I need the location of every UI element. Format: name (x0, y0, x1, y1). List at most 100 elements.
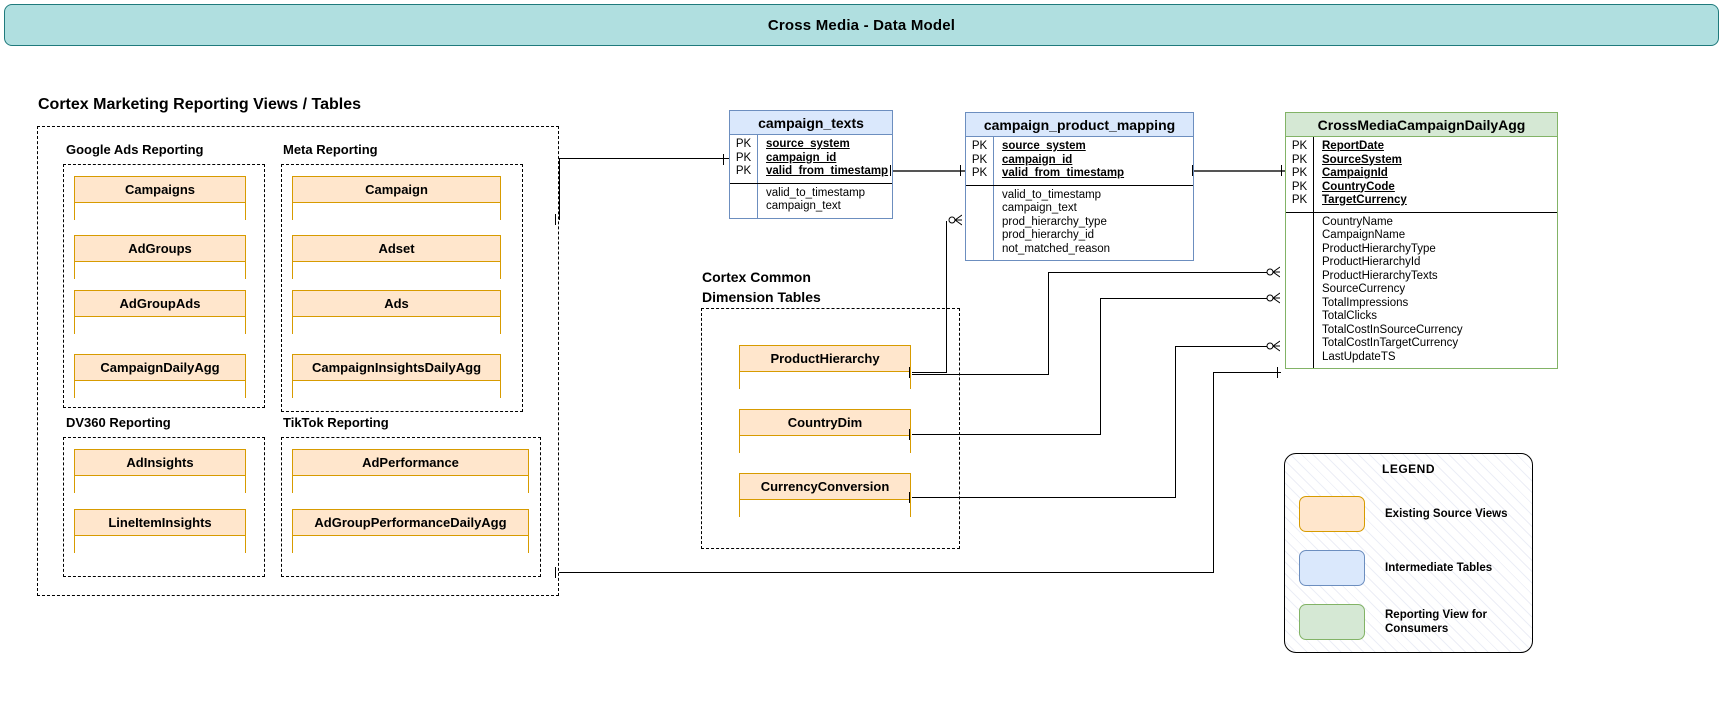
table-body (293, 476, 528, 493)
table-lineiteminsights[interactable]: LineItemInsights (74, 509, 246, 553)
connector-tick (909, 429, 911, 440)
table-title: Ads (293, 291, 500, 317)
er-attr-fields: valid_to_timestamp campaign_text (766, 186, 866, 213)
table-body (293, 317, 500, 334)
crowsfoot-icon (1266, 340, 1280, 352)
er-pk-fields: source_system campaign_id valid_from_tim… (766, 138, 889, 177)
er-pk-fields: source_system campaign_id valid_from_tim… (1002, 140, 1125, 179)
table-title: CountryDim (740, 410, 910, 436)
table-title: Campaigns (75, 177, 245, 203)
er-table-campaign-product-mapping[interactable]: campaign_product_mapping PK PK PK source… (965, 112, 1194, 261)
er-attr-fields: CountryName CampaignName ProductHierarch… (1322, 215, 1463, 363)
table-adgroupperformancedailyagg[interactable]: AdGroupPerformanceDailyAgg (292, 509, 529, 553)
legend-label: Intermediate Tables (1385, 562, 1493, 574)
legend-row-reporting-view: Reporting View for Consumers (1299, 604, 1513, 640)
table-adperformance[interactable]: AdPerformance (292, 449, 529, 493)
er-table-crossmedia-campaign-daily-agg[interactable]: CrossMediaCampaignDailyAgg PK PK PK PK P… (1285, 112, 1558, 369)
connector-tick (909, 492, 911, 503)
page-title: Cross Media - Data Model (767, 16, 956, 34)
legend-label: Reporting View for Consumers (1385, 609, 1488, 635)
dimension-tables-container (701, 308, 960, 549)
table-body (75, 381, 245, 398)
group-label-dv360: DV360 Reporting (66, 415, 171, 430)
er-pk-keycol: PK PK PK (966, 137, 994, 185)
table-title: CurrencyConversion (740, 474, 910, 500)
table-campaigns[interactable]: Campaigns (74, 176, 246, 220)
connector-line (1175, 346, 1268, 348)
legend-swatch-green (1299, 604, 1365, 640)
connector-tick (723, 154, 725, 165)
marketing-reporting-container (37, 126, 559, 596)
crowsfoot-icon (1266, 292, 1280, 304)
table-title: AdGroupPerformanceDailyAgg (293, 510, 528, 536)
table-adgroupads[interactable]: AdGroupAds (74, 290, 246, 334)
connector-line (1100, 298, 1268, 300)
table-body (75, 203, 245, 220)
er-attr-keycol (966, 185, 994, 260)
er-attr-keycol (1286, 212, 1314, 368)
er-pk-section: PK PK PK source_system campaign_id valid… (966, 137, 1193, 186)
table-title: Adset (293, 236, 500, 262)
group-label-meta: Meta Reporting (283, 142, 378, 157)
table-title: AdGroups (75, 236, 245, 262)
connector-line (893, 170, 965, 172)
table-campaign[interactable]: Campaign (292, 176, 501, 220)
connector-line (559, 572, 1214, 574)
table-body (75, 262, 245, 279)
connector-tick (890, 165, 892, 176)
connector-tick (1281, 165, 1283, 176)
legend-label: Existing Source Views (1385, 508, 1508, 520)
connector-line (946, 221, 948, 373)
er-attr-section: CountryName CampaignName ProductHierarch… (1286, 212, 1557, 368)
table-body (293, 381, 500, 398)
connector-line (559, 158, 729, 160)
table-currencyconversion[interactable]: CurrencyConversion (739, 473, 911, 517)
table-body (75, 317, 245, 334)
er-attr-section: valid_to_timestamp campaign_text (730, 183, 892, 218)
er-pk-section: PK PK PK PK PK ReportDate SourceSystem C… (1286, 137, 1557, 213)
connector-tick (960, 165, 962, 176)
group-box-tiktok (281, 437, 541, 577)
crowsfoot-icon (1266, 266, 1280, 278)
table-body (75, 536, 245, 553)
er-table-campaign-texts[interactable]: campaign_texts PK PK PK source_system ca… (729, 110, 893, 219)
table-countrydim[interactable]: CountryDim (739, 409, 911, 453)
legend-title: LEGEND (1381, 462, 1435, 476)
connector-line (912, 434, 1101, 436)
dimension-group-title-line2: Dimension Tables (702, 289, 821, 305)
er-pk-keycol: PK PK PK PK PK (1286, 137, 1314, 212)
connector-line (1100, 298, 1102, 434)
table-body (293, 536, 528, 553)
table-title: ProductHierarchy (740, 346, 910, 372)
legend-swatch-blue (1299, 550, 1365, 586)
connector-line (912, 374, 1049, 376)
table-title: CampaignDailyAgg (75, 355, 245, 381)
connector-line (1194, 170, 1285, 172)
table-campaigndailyagg[interactable]: CampaignDailyAgg (74, 354, 246, 398)
group-label-google-ads: Google Ads Reporting (66, 142, 204, 157)
table-body (75, 476, 245, 493)
legend-row-intermediate-tables: Intermediate Tables (1299, 550, 1492, 586)
table-adgroups[interactable]: AdGroups (74, 235, 246, 279)
table-title: AdInsights (75, 450, 245, 476)
table-producthierarchy[interactable]: ProductHierarchy (739, 345, 911, 389)
er-table-title: campaign_product_mapping (966, 113, 1193, 137)
table-campaigninsightsdailyagg[interactable]: CampaignInsightsDailyAgg (292, 354, 501, 398)
legend-swatch-orange (1299, 496, 1365, 532)
connector-line (1213, 372, 1215, 573)
table-adinsights[interactable]: AdInsights (74, 449, 246, 493)
connector-tick (555, 214, 557, 225)
group-box-google-ads (63, 164, 265, 408)
connector-line (1048, 272, 1268, 274)
er-attr-section: valid_to_timestamp campaign_text prod_hi… (966, 185, 1193, 260)
table-body (740, 372, 910, 389)
table-body (293, 203, 500, 220)
dimension-group-title-line1: Cortex Common (702, 269, 811, 285)
table-body (293, 262, 500, 279)
er-attr-keycol (730, 183, 758, 218)
table-ads[interactable]: Ads (292, 290, 501, 334)
table-title: LineItemInsights (75, 510, 245, 536)
table-adset[interactable]: Adset (292, 235, 501, 279)
left-group-title: Cortex Marketing Reporting Views / Table… (38, 96, 362, 113)
connector-line (912, 497, 1176, 499)
